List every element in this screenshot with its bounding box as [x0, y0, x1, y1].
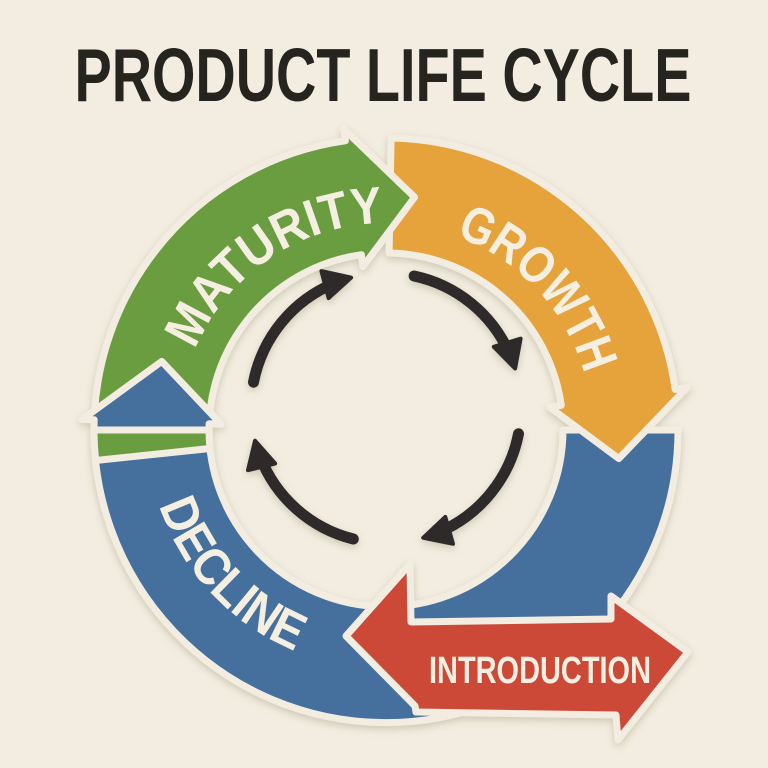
- cycle-rotation-arrows: [246, 269, 524, 546]
- rotation-arrow-arc-2: [408, 270, 515, 359]
- rotation-arrow-arc-4: [254, 450, 359, 545]
- rotation-arrow-arc-1: [248, 277, 341, 388]
- rotation-arrowhead-2: [491, 336, 523, 371]
- decline-arrowhead: [78, 357, 225, 434]
- introduction-label: INTRODUCTION: [429, 650, 651, 692]
- rotation-arrowhead-1: [319, 269, 354, 301]
- cycle-ring: [78, 125, 692, 744]
- growth-arc-arrow: [385, 134, 691, 463]
- introduction-arrow: [342, 560, 692, 744]
- rotation-arrowhead-4: [246, 438, 278, 473]
- rotation-arrow-arc-3: [433, 428, 524, 538]
- page-title: PRODUCT LIFE CYCLE: [75, 33, 692, 117]
- rotation-arrowhead-3: [421, 514, 455, 546]
